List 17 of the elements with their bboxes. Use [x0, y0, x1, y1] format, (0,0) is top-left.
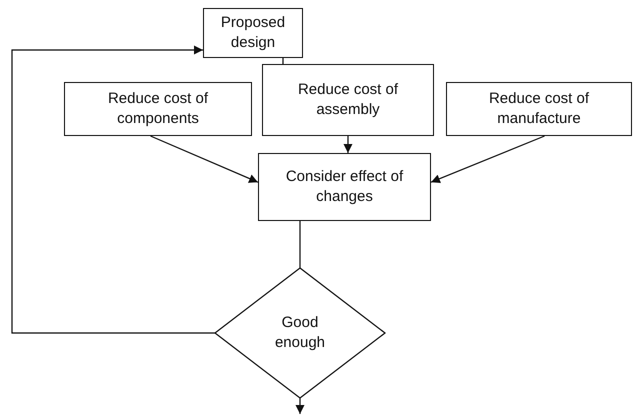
process-box	[64, 82, 252, 136]
box-label: Reduce cost of manufacture	[488, 89, 590, 129]
process-box	[446, 82, 632, 136]
box-label: Proposed design	[220, 13, 286, 53]
box-label: Reduce cost of components	[106, 89, 210, 129]
arrow	[430, 135, 545, 184]
decision-label: Good enough	[274, 313, 326, 353]
box-label: Reduce cost of assembly	[296, 80, 400, 120]
process-box	[203, 8, 303, 58]
decision-diamond	[214, 267, 386, 399]
box-label: Consider effect of changes	[284, 167, 404, 207]
process-box	[262, 64, 434, 136]
process-box	[258, 153, 431, 221]
arrow	[11, 46, 215, 334]
arrow	[296, 398, 304, 414]
arrow	[150, 135, 258, 183]
arrow	[343, 136, 352, 153]
